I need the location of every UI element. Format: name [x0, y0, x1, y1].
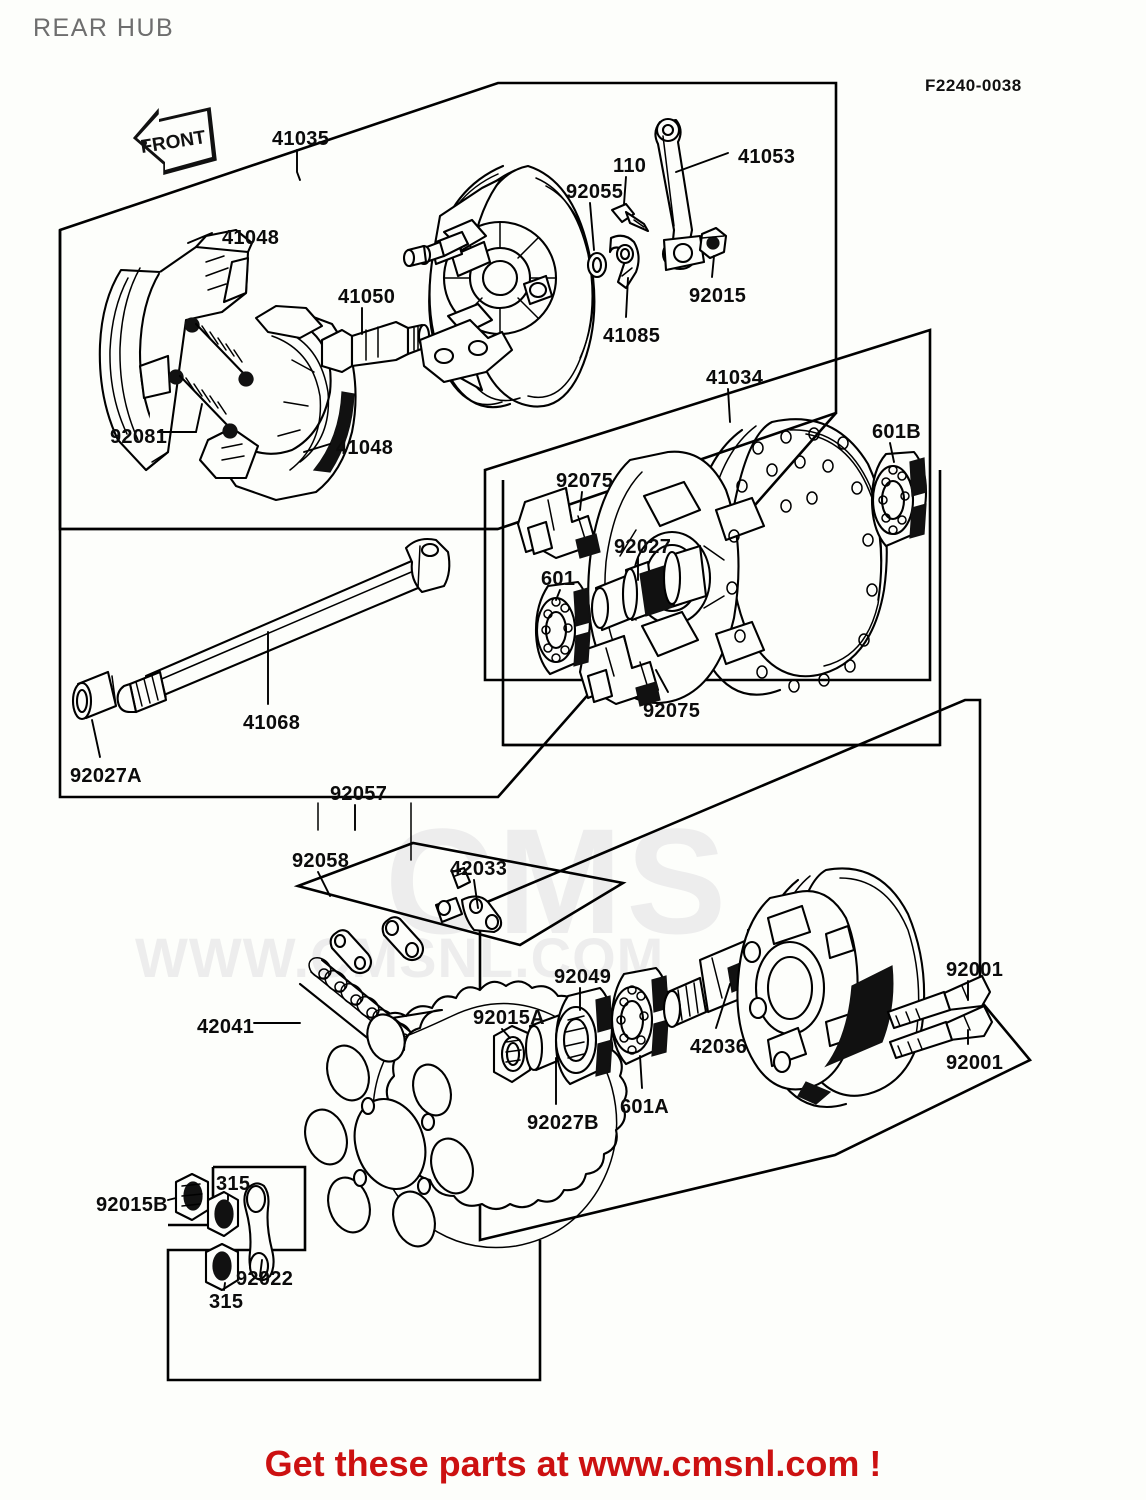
part-washer-315-bottom: [204, 1242, 240, 1292]
part-nut-92015B: [174, 1172, 210, 1222]
callout-92075-lower: 92075: [643, 700, 701, 722]
callout-42041: 42041: [197, 1016, 255, 1038]
callout-41053: 41053: [738, 146, 796, 168]
part-rear-hub-41034: [587, 418, 888, 705]
callout-41048-upper: 41048: [222, 227, 280, 249]
drawing-number: F2240-0038: [925, 76, 1022, 95]
part-axle-41068: [116, 537, 451, 714]
callout-110: 110: [613, 155, 647, 177]
callout-601B: 601B: [872, 421, 922, 443]
front-orientation-tag: FRONT: [128, 102, 220, 182]
part-bearing-601: [534, 580, 592, 676]
callout-92022: 92022: [236, 1268, 294, 1290]
group-box-41034: [483, 328, 942, 747]
callout-92015A: 92015A: [473, 1007, 545, 1029]
part-damper-92075-lower: [578, 634, 661, 707]
callout-92001-top: 92001: [946, 959, 1004, 981]
part-brake-shoe-upper: [98, 228, 254, 472]
part-damper-92075-upper: [516, 486, 601, 560]
callout-92058: 92058: [292, 850, 350, 872]
callout-42033: 42033: [450, 858, 508, 880]
part-oil-seal-92049: [554, 986, 614, 1086]
part-brake-panel-body: [402, 164, 596, 409]
callout-41050: 41050: [338, 286, 396, 308]
part-bolt-110: [610, 202, 650, 233]
callout-92027: 92027: [614, 536, 672, 558]
callout-315-bottom: 315: [209, 1291, 244, 1313]
callout-92075-upper: 92075: [556, 470, 614, 492]
callout-601A: 601A: [620, 1096, 670, 1118]
part-bearing-601A: [610, 966, 670, 1066]
group-box-92057: [293, 802, 627, 947]
part-collar-92027: [590, 544, 708, 632]
callout-41068: 41068: [243, 712, 301, 734]
callout-92015: 92015: [689, 285, 747, 307]
callout-92027B: 92027B: [527, 1112, 599, 1134]
callout-41048-lower: 41048: [336, 437, 394, 459]
part-oring-92055: [586, 251, 608, 279]
callout-41034: 41034: [706, 367, 764, 389]
callout-601: 601: [541, 568, 576, 590]
callout-92001-bottom: 92001: [946, 1052, 1004, 1074]
callout-92055: 92055: [566, 181, 624, 203]
part-wear-indicator-41085: [608, 234, 640, 290]
callout-92081: 92081: [110, 426, 168, 448]
group-box-42033: [478, 698, 1033, 1242]
part-brake-shoe-springs: [168, 317, 254, 439]
part-chain-adjuster-92022: [243, 1182, 275, 1282]
part-washer-315-top: [206, 1190, 240, 1238]
callout-41035: 41035: [272, 128, 330, 150]
part-nut-92015: [698, 226, 728, 260]
callout-leaders: [91, 149, 969, 1291]
part-brake-shoe-lower: [198, 304, 357, 502]
page-title: REAR HUB: [33, 14, 175, 42]
part-collar-92027A: [71, 670, 118, 721]
part-sprocket-coupling-42033: [736, 867, 926, 1109]
part-bolt-92001-top: [886, 974, 992, 1030]
part-brake-cam-lever-41053: [654, 117, 706, 272]
part-chain-joint-92058: [329, 866, 503, 975]
footer-promo-text: Get these parts at www.cmsnl.com !: [264, 1443, 882, 1484]
callout-92015B: 92015B: [96, 1194, 168, 1216]
part-nut-92015A: [492, 1024, 532, 1084]
part-bearing-601B: [870, 450, 928, 548]
callout-92057: 92057: [330, 783, 388, 805]
callout-42036: 42036: [690, 1036, 748, 1058]
part-bolt-92001-bottom: [888, 1004, 994, 1060]
part-brake-cam-41050: [320, 320, 431, 374]
callout-92027A: 92027A: [70, 765, 142, 787]
callout-315-top: 315: [216, 1173, 251, 1195]
callout-41085: 41085: [603, 325, 661, 347]
callout-92049: 92049: [554, 966, 612, 988]
